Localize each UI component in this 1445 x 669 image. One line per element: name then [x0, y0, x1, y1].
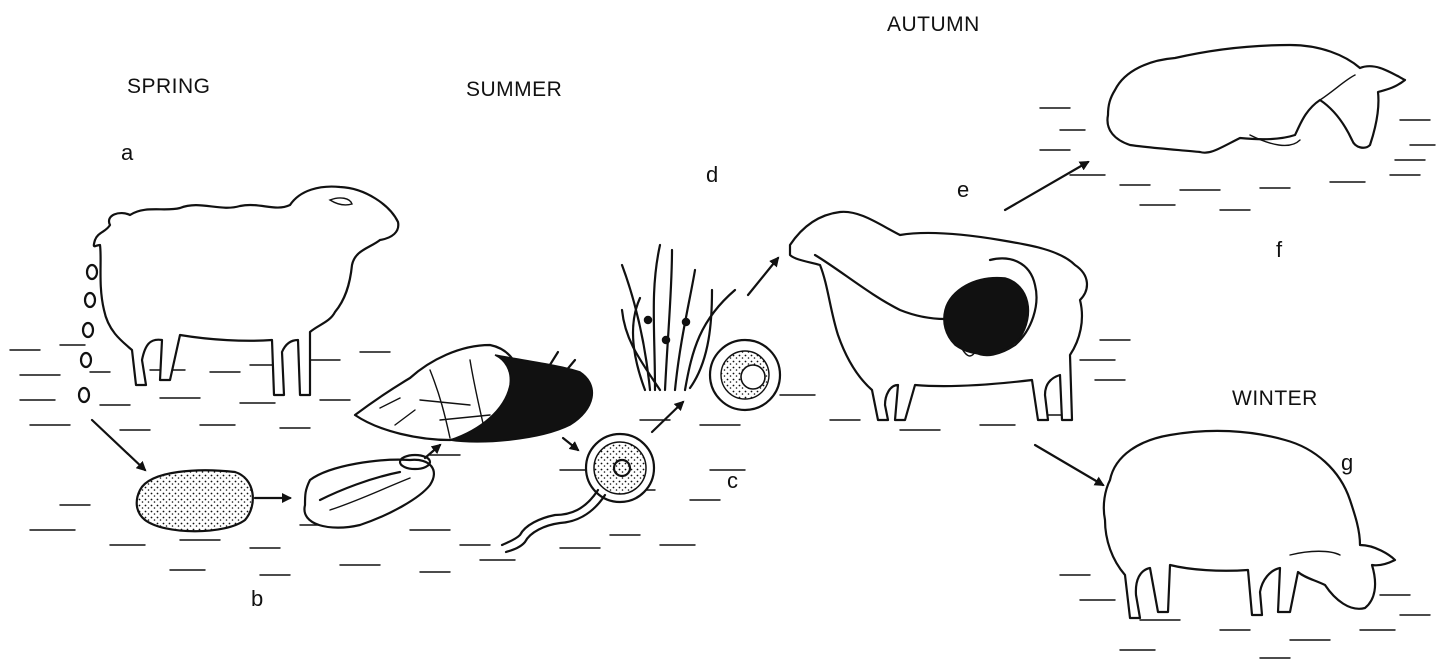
- stage-label-c: c: [727, 468, 738, 494]
- metacercaria-cyst-illustration: [710, 340, 780, 410]
- sheep-infected-illustration: [790, 212, 1087, 420]
- arrow-to-winter-sheep: [1035, 445, 1103, 485]
- season-spring-label: SPRING: [127, 75, 211, 99]
- arrow-cercaria-to-grass: [652, 402, 683, 432]
- arrow-sheep-to-egg: [92, 420, 145, 470]
- miracidium-illustration: [304, 455, 433, 528]
- eggs-in-faeces: [79, 265, 97, 402]
- arrow-miracidium-to-snail: [425, 445, 440, 458]
- arrow-cyst-to-sheep: [748, 258, 778, 295]
- stage-label-b: b: [251, 586, 263, 612]
- stage-label-e: e: [957, 177, 969, 203]
- stage-label-f: f: [1276, 237, 1282, 263]
- arrow-snail-to-cercaria: [563, 438, 578, 450]
- stage-label-d: d: [706, 162, 718, 188]
- season-summer-label: SUMMER: [466, 78, 562, 102]
- season-autumn-label: AUTUMN: [887, 13, 980, 37]
- sheep-autumn-illustration: [1107, 45, 1405, 153]
- egg-illustration: [137, 470, 253, 531]
- sheep-spring-illustration: [94, 187, 399, 395]
- stage-label-a: a: [121, 140, 133, 166]
- season-winter-label: WINTER: [1232, 387, 1318, 411]
- snail-illustration: [355, 345, 592, 442]
- arrow-to-autumn-sheep: [1005, 162, 1088, 210]
- stage-label-g: g: [1341, 450, 1353, 476]
